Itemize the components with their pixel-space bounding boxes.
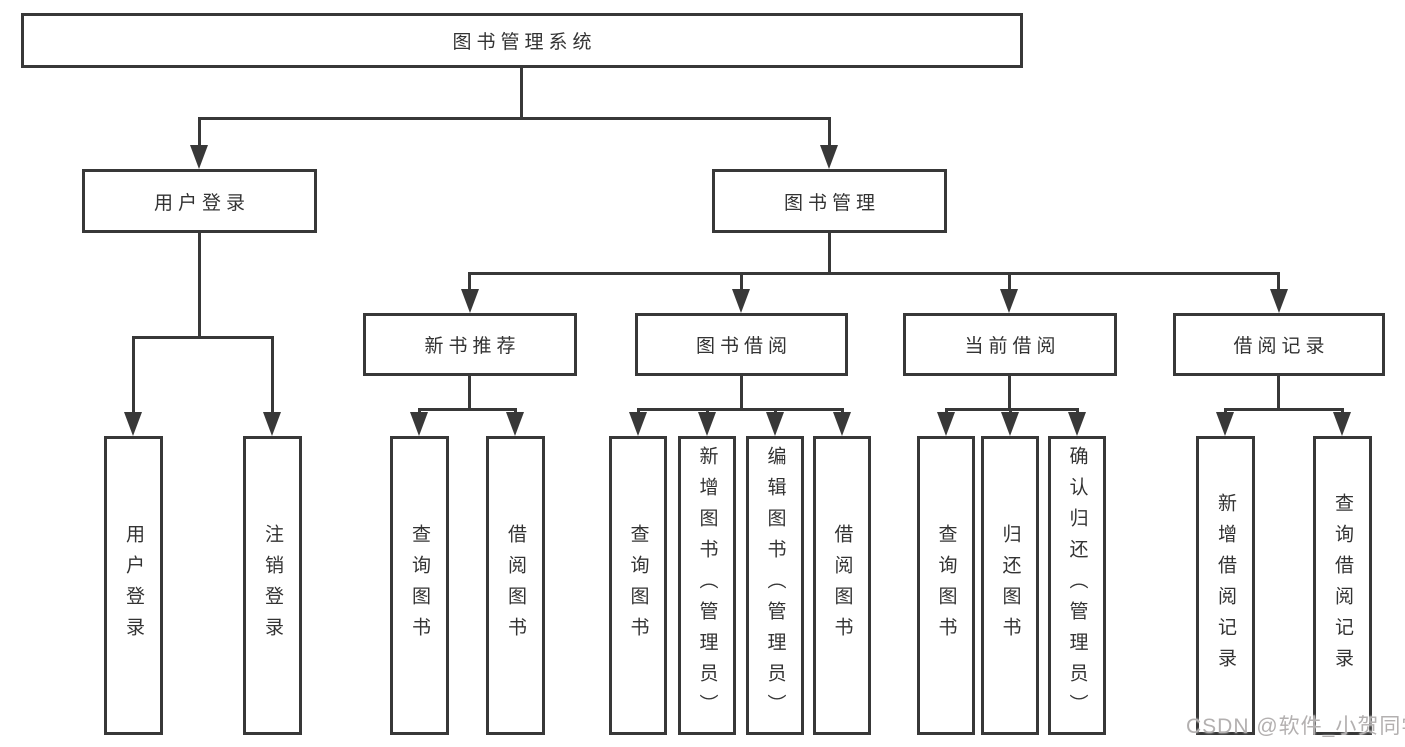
node-label: 图书管理系统 [452,32,597,53]
connector-line [1008,375,1011,411]
connector-line [198,232,201,339]
arrowhead [124,412,142,436]
connector-line [468,272,471,296]
arrowhead [732,289,750,313]
connector-line [1224,408,1344,411]
node-label: 当前借阅 [964,336,1061,357]
arrowhead [937,412,955,436]
node-book-management: 图书管理 [712,169,947,233]
connector-line [740,375,743,411]
node-label: 用户登录 [153,192,250,214]
leaf-borrowing-add-books-admin: 新增图书（管理员） [678,436,736,735]
leaf-borrowing-borrow-books: 借阅图书 [813,436,871,735]
node-label: 新增图书（管理员） [696,446,718,725]
connector-line [740,272,743,296]
node-label: 确认归还（管理员） [1066,446,1088,725]
arrowhead [1216,412,1234,436]
connector-line [132,336,135,420]
leaf-user-login: 用户登录 [104,436,163,735]
node-label: 注销登录 [262,523,283,648]
node-borrowing-records: 借阅记录 [1173,313,1385,376]
leaf-logout: 注销登录 [243,436,302,735]
arrowhead [766,412,784,436]
leaf-borrowing-query-books: 查询图书 [609,436,667,735]
leaf-current-confirm-return-admin: 确认归还（管理员） [1048,436,1106,735]
csdn-watermark: CSDN @软件_小贺同学 [1186,715,1405,738]
node-book-borrowing: 图书借阅 [635,313,848,376]
node-label: 图书借阅 [695,336,792,357]
connector-line [271,336,274,420]
arrowhead [1068,412,1086,436]
node-label: 图书管理 [783,192,880,214]
arrowhead [629,412,647,436]
node-current-borrowing: 当前借阅 [903,313,1117,376]
connector-line [637,408,844,411]
arrowhead [820,145,838,169]
arrowhead [410,412,428,436]
arrowhead [461,289,479,313]
connector-line [828,117,831,152]
arrowhead [833,412,851,436]
connector-line [468,375,471,411]
leaf-records-add-record: 新增借阅记录 [1196,436,1255,735]
connector-line [198,117,201,152]
connector-line [198,117,831,120]
connector-line [418,408,517,411]
arrowhead [190,145,208,169]
node-label: 归还图书 [999,523,1021,648]
connector-line [1277,375,1280,411]
node-label: 借阅图书 [505,523,526,648]
connector-line [132,336,274,339]
node-label: 编辑图书（管理员） [764,446,786,725]
node-label: 用户登录 [123,523,144,648]
leaf-current-return-books: 归还图书 [981,436,1039,735]
arrowhead [1333,412,1351,436]
arrowhead [1001,412,1019,436]
arrowhead [698,412,716,436]
connector-line [1008,272,1011,296]
node-label: 查询借阅记录 [1332,492,1353,679]
arrowhead [1000,289,1018,313]
node-label: 查询图书 [935,523,957,648]
connector-line [828,232,831,275]
leaf-records-query-record: 查询借阅记录 [1313,436,1372,735]
node-label: 借阅记录 [1233,336,1330,357]
node-library-management-system: 图书管理系统 [21,13,1023,68]
node-label: 新书推荐 [424,336,521,357]
connector-line [945,408,1079,411]
connector-line [1277,272,1280,296]
node-label: 查询图书 [409,523,430,648]
node-user-login: 用户登录 [82,169,317,233]
node-label: 借阅图书 [831,523,853,648]
arrowhead [506,412,524,436]
node-new-book-recommend: 新书推荐 [363,313,577,376]
leaf-current-query-books: 查询图书 [917,436,975,735]
leaf-borrowing-edit-books-admin: 编辑图书（管理员） [746,436,804,735]
arrowhead [1270,289,1288,313]
node-label: 查询图书 [627,523,649,648]
connector-line [468,272,1280,275]
leaf-recommend-query-books: 查询图书 [390,436,449,735]
leaf-recommend-borrow-books: 借阅图书 [486,436,545,735]
connector-line [520,67,523,119]
arrowhead [263,412,281,436]
node-label: 新增借阅记录 [1215,492,1236,679]
